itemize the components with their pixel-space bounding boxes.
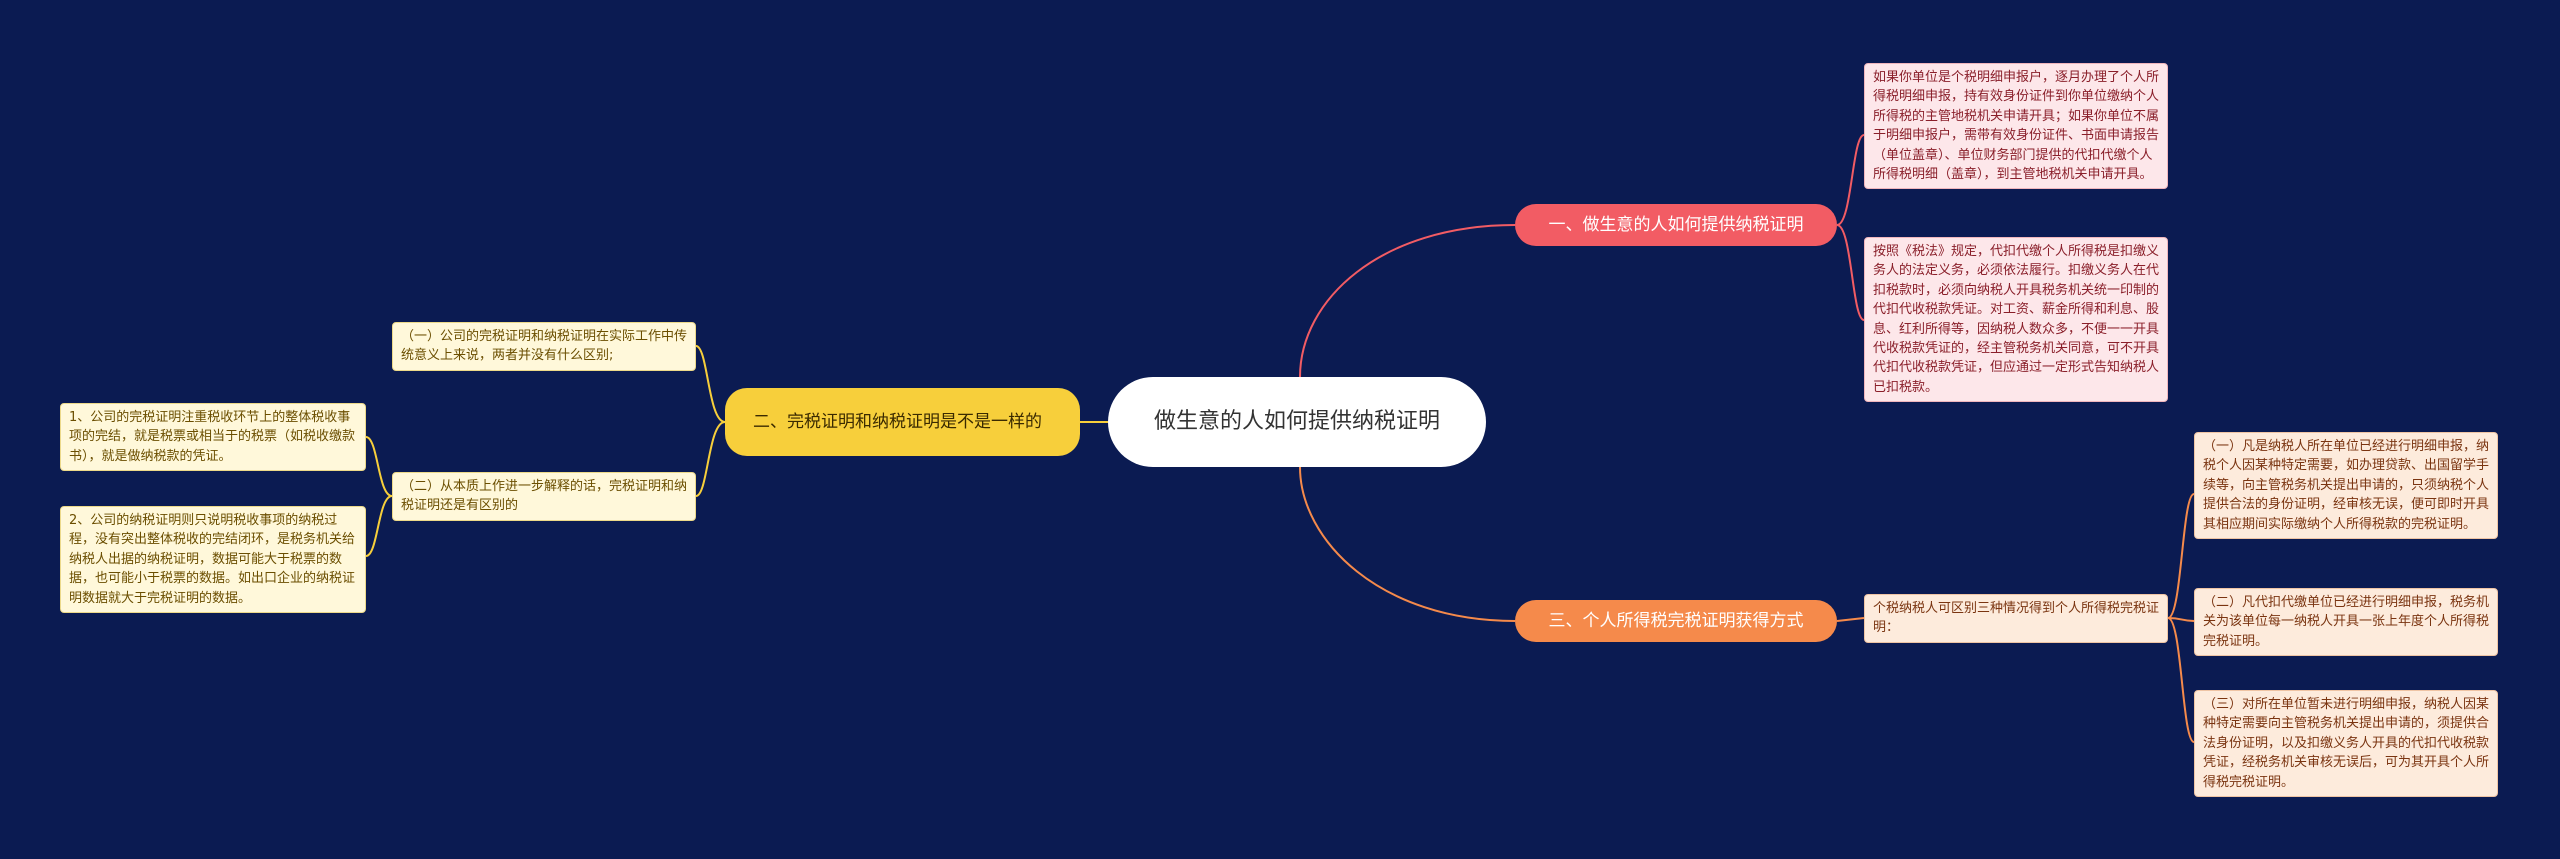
branch-how-to-provide-tax-proof[interactable]: 一、做生意的人如何提供纳税证明 <box>1515 204 1837 246</box>
leaf-three-cases[interactable]: 个税纳税人可区别三种情况得到个人所得税完税证明： <box>1864 594 2168 643</box>
leaf-text: 按照《税法》规定，代扣代缴个人所得税是扣缴义务人的法定义务，必须依法履行。扣缴义… <box>1873 244 2160 395</box>
leaf-detail-declaration[interactable]: 如果你单位是个税明细申报户，逐月办理了个人所得税明细申报，持有效身份证件到你单位… <box>1864 63 2168 190</box>
link-branch3-sub <box>1836 617 1865 622</box>
leaf-completion-proof[interactable]: 1、公司的完税证明注重税收环节上的整体税收事项的完结，就是税票或相当于的税票（如… <box>60 403 366 472</box>
leaf-case-three[interactable]: （三）对所在单位暂未进行明细申报，纳税人因某种特定需要向主管税务机关提出申请的，… <box>2194 690 2498 798</box>
link-branch3sub-leaf2 <box>2167 617 2195 622</box>
root-topic[interactable]: 做生意的人如何提供纳税证明 <box>1108 377 1486 467</box>
link-branch3sub-leaf3 <box>2167 617 2195 743</box>
leaf-text: （一）公司的完税证明和纳税证明在实际工作中传统意义上来说，两者并没有什么区别; <box>401 329 688 364</box>
leaf-text: （二）凡代扣代缴单位已经进行明细申报，税务机关为该单位每一纳税人开具一张上年度个… <box>2203 595 2490 649</box>
branch-label: 二、完税证明和纳税证明是不是一样的 <box>753 412 1042 432</box>
leaf-case-one[interactable]: （一）凡是纳税人所在单位已经进行明细申报，纳税个人因某种特定需要，如办理贷款、出… <box>2194 432 2498 540</box>
leaf-no-difference[interactable]: （一）公司的完税证明和纳税证明在实际工作中传统意义上来说，两者并没有什么区别; <box>392 322 696 371</box>
leaf-text: 1、公司的完税证明注重税收环节上的整体税收事项的完结，就是税票或相当于的税票（如… <box>69 410 356 464</box>
leaf-text: （二）从本质上作进一步解释的话，完税证明和纳税证明还是有区别的 <box>401 479 688 514</box>
leaf-case-two[interactable]: （二）凡代扣代缴单位已经进行明细申报，税务机关为该单位每一纳税人开具一张上年度个… <box>2194 588 2498 657</box>
link-sub2-leaf1 <box>365 436 393 497</box>
branch-label: 三、个人所得税完税证明获得方式 <box>1548 611 1804 631</box>
leaf-text: 如果你单位是个税明细申报户，逐月办理了个人所得税明细申报，持有效身份证件到你单位… <box>1873 70 2160 183</box>
link-branch3sub-leaf1 <box>2167 493 2195 619</box>
link-branch2-sub1 <box>695 345 726 423</box>
leaf-text: 2、公司的纳税证明则只说明税收事项的纳税过程，没有突出整体税收的完结闭环，是税务… <box>69 513 356 606</box>
leaf-text: （一）凡是纳税人所在单位已经进行明细申报，纳税个人因某种特定需要，如办理贷款、出… <box>2203 439 2490 532</box>
leaf-text: （三）对所在单位暂未进行明细申报，纳税人因某种特定需要向主管税务机关提出申请的，… <box>2203 697 2490 790</box>
link-root-branch1 <box>1299 224 1516 378</box>
link-sub2-leaf2 <box>365 495 393 557</box>
leaf-tax-law-withholding[interactable]: 按照《税法》规定，代扣代缴个人所得税是扣缴义务人的法定义务，必须依法履行。扣缴义… <box>1864 237 2168 403</box>
leaf-essential-difference[interactable]: （二）从本质上作进一步解释的话，完税证明和纳税证明还是有区别的 <box>392 472 696 521</box>
link-root-branch3 <box>1299 466 1516 622</box>
branch-iit-completion-proof[interactable]: 三、个人所得税完税证明获得方式 <box>1515 600 1837 642</box>
link-branch2-sub2 <box>695 421 726 497</box>
leaf-text: 个税纳税人可区别三种情况得到个人所得税完税证明： <box>1873 601 2160 636</box>
link-branch1-leaf1 <box>1836 134 1865 226</box>
branch-label: 一、做生意的人如何提供纳税证明 <box>1548 215 1804 235</box>
branch-difference-proofs[interactable]: 二、完税证明和纳税证明是不是一样的 <box>725 388 1080 456</box>
root-topic-label: 做生意的人如何提供纳税证明 <box>1153 409 1440 434</box>
link-branch1-leaf2 <box>1836 224 1865 321</box>
leaf-payment-proof[interactable]: 2、公司的纳税证明则只说明税收事项的纳税过程，没有突出整体税收的完结闭环，是税务… <box>60 506 366 614</box>
